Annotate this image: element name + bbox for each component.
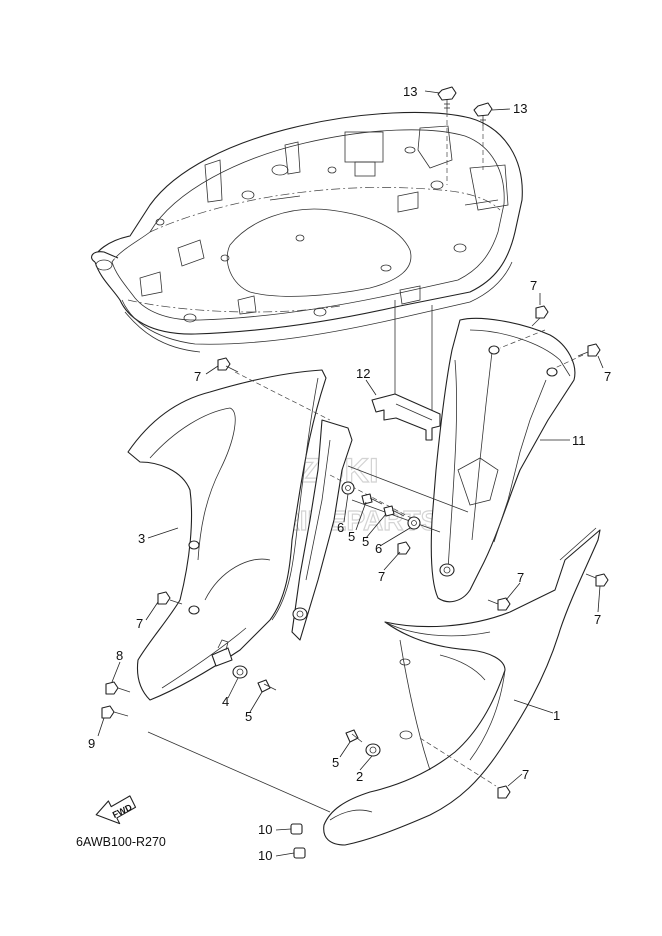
callout-10-a: 10 bbox=[258, 822, 272, 837]
bolt-7-top-left bbox=[217, 357, 239, 373]
screw-5-d bbox=[345, 729, 363, 743]
callout-4: 4 bbox=[222, 694, 229, 709]
callout-7-top-right-a: 7 bbox=[530, 278, 537, 293]
bolt-9 bbox=[101, 705, 129, 719]
callout-5-c: 5 bbox=[245, 709, 252, 724]
callout-13-right: 13 bbox=[513, 101, 527, 116]
callout-5-a: 5 bbox=[348, 529, 355, 544]
callout-5-b: 5 bbox=[362, 534, 369, 549]
callout-8: 8 bbox=[116, 648, 123, 663]
callout-7-lower-right: 7 bbox=[522, 767, 529, 782]
grommet-2 bbox=[365, 743, 381, 757]
callout-5-d: 5 bbox=[332, 755, 339, 770]
bolt-8 bbox=[105, 681, 131, 695]
callout-11: 11 bbox=[572, 433, 586, 448]
callout-7-mid-right-a: 7 bbox=[517, 570, 524, 585]
screw-5-a bbox=[361, 493, 383, 505]
grommet-4 bbox=[232, 665, 248, 679]
side-cover-3 bbox=[127, 369, 327, 701]
reference-code: 6AWB100-R270 bbox=[76, 835, 166, 849]
bolt-13-left bbox=[437, 86, 457, 112]
callout-7-mid-right-b: 7 bbox=[594, 612, 601, 627]
screw-5-b bbox=[383, 505, 405, 517]
bottom-cowling-upper bbox=[91, 111, 523, 353]
callout-7-mid-a: 7 bbox=[378, 569, 385, 584]
bolt-7-top-right-a bbox=[531, 305, 549, 327]
fwd-arrow-icon: FWD bbox=[95, 795, 137, 825]
callout-9: 9 bbox=[88, 736, 95, 751]
callout-7-top-left: 7 bbox=[194, 369, 201, 384]
grommet-10-b bbox=[293, 847, 306, 859]
callout-10-b: 10 bbox=[258, 848, 272, 863]
callout-7-top-right-b: 7 bbox=[604, 369, 611, 384]
callout-7-mid-left: 7 bbox=[136, 616, 143, 631]
bottom-cover-1 bbox=[323, 527, 601, 846]
bolt-7-lower-right bbox=[497, 785, 511, 799]
grommet-6-a bbox=[341, 481, 355, 495]
callout-13-left: 13 bbox=[403, 84, 417, 99]
bolt-7-top-right-b bbox=[577, 343, 601, 357]
bolt-7-mid-right-b bbox=[585, 573, 609, 587]
screw-5-c bbox=[257, 679, 277, 693]
grommet-10-a bbox=[290, 823, 303, 835]
bracket-12 bbox=[371, 393, 441, 441]
callout-2: 2 bbox=[356, 769, 363, 784]
bolt-13-right bbox=[473, 102, 493, 126]
callouts: 13 13 7 7 7 12 11 3 6 5 5 6 7 7 7 7 8 9 … bbox=[88, 84, 611, 863]
bolt-7-mid-right-a bbox=[487, 597, 511, 611]
callout-3: 3 bbox=[138, 531, 145, 546]
callout-12: 12 bbox=[356, 366, 370, 381]
callout-6-b: 6 bbox=[375, 541, 382, 556]
bolt-7-mid-a bbox=[397, 541, 411, 555]
clip-bracket bbox=[211, 639, 233, 667]
panel-left-inner bbox=[291, 419, 353, 641]
callout-6-a: 6 bbox=[337, 520, 344, 535]
grommet-6-b bbox=[407, 516, 421, 530]
leader-lines bbox=[97, 90, 604, 857]
callout-1: 1 bbox=[553, 708, 560, 723]
side-cover-11 bbox=[430, 317, 576, 603]
